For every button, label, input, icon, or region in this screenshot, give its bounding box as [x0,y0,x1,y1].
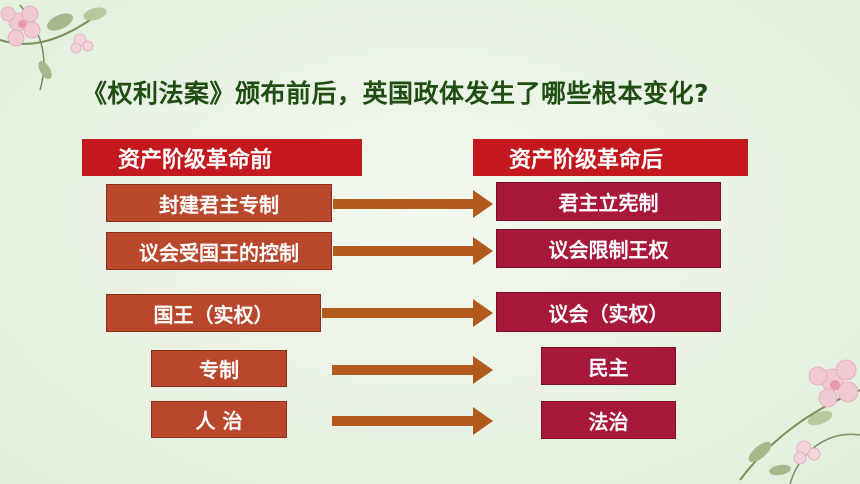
after-box-5: 法治 [541,401,676,439]
after-box-1: 君主立宪制 [496,182,721,221]
before-box-2: 议会受国王的控制 [106,232,332,270]
after-box-3: 议会（实权） [496,292,721,332]
header-after-label: 资产阶级革命后 [509,147,664,173]
before-box-1: 封建君主专制 [106,184,332,222]
flower-branch-icon [0,4,107,91]
before-box-3: 国王（实权） [106,294,321,332]
arrow-right-icon [333,190,493,218]
before-box-5: 人 治 [151,401,287,438]
question-title: 《权利法案》颁布前后，英国政体发生了哪些根本变化? [82,79,710,108]
arrow-right-icon [333,237,493,265]
arrow-right-icon [322,299,493,327]
flower-branch-icon [739,359,860,484]
arrow-right-icon [332,356,493,384]
after-box-2: 议会限制王权 [496,229,721,268]
arrow-right-icon [332,407,493,435]
header-before: 资产阶级革命前 [82,139,362,176]
header-after: 资产阶级革命后 [473,139,748,176]
after-box-4: 民主 [541,347,676,385]
before-box-4: 专制 [151,350,287,387]
header-before-label: 资产阶级革命前 [118,147,273,173]
